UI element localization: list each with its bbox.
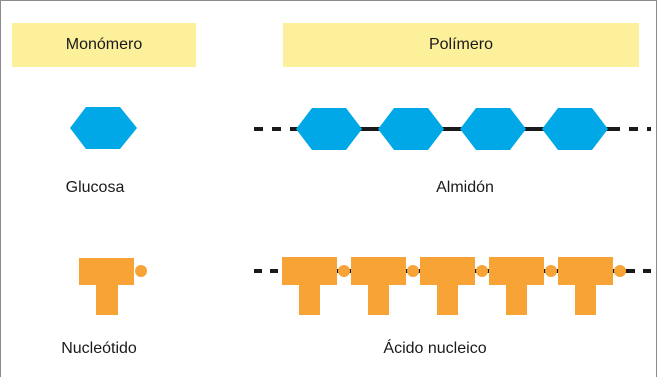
- nucleic-acid-label: Ácido nucleico: [383, 340, 487, 357]
- polymer-header: Polímero: [283, 23, 639, 67]
- starch-glucose-unit: [378, 108, 444, 150]
- monomer-header: Monómero: [12, 23, 196, 67]
- nucleic-nucleotide-unit: [558, 257, 626, 315]
- glucose-hexagon: [70, 107, 137, 149]
- polymer-header-label: Polímero: [428, 36, 494, 53]
- monomer-header-label: Monómero: [65, 36, 143, 53]
- nucleic-nucleotide-unit: [489, 257, 557, 315]
- nucleotide-label: Nucleótido: [61, 340, 137, 357]
- nucleic-nucleotide-unit: [282, 257, 350, 315]
- starch-glucose-unit: [542, 108, 608, 150]
- starch-glucose-unit: [460, 108, 526, 150]
- starch-label: Almidón: [436, 179, 494, 196]
- nucleic-nucleotide-unit: [420, 257, 488, 315]
- starch-glucose-unit: [296, 108, 362, 150]
- glucose-label: Glucosa: [65, 179, 125, 196]
- nucleic-nucleotide-unit: [351, 257, 419, 315]
- nucleotide-shape: [79, 258, 147, 315]
